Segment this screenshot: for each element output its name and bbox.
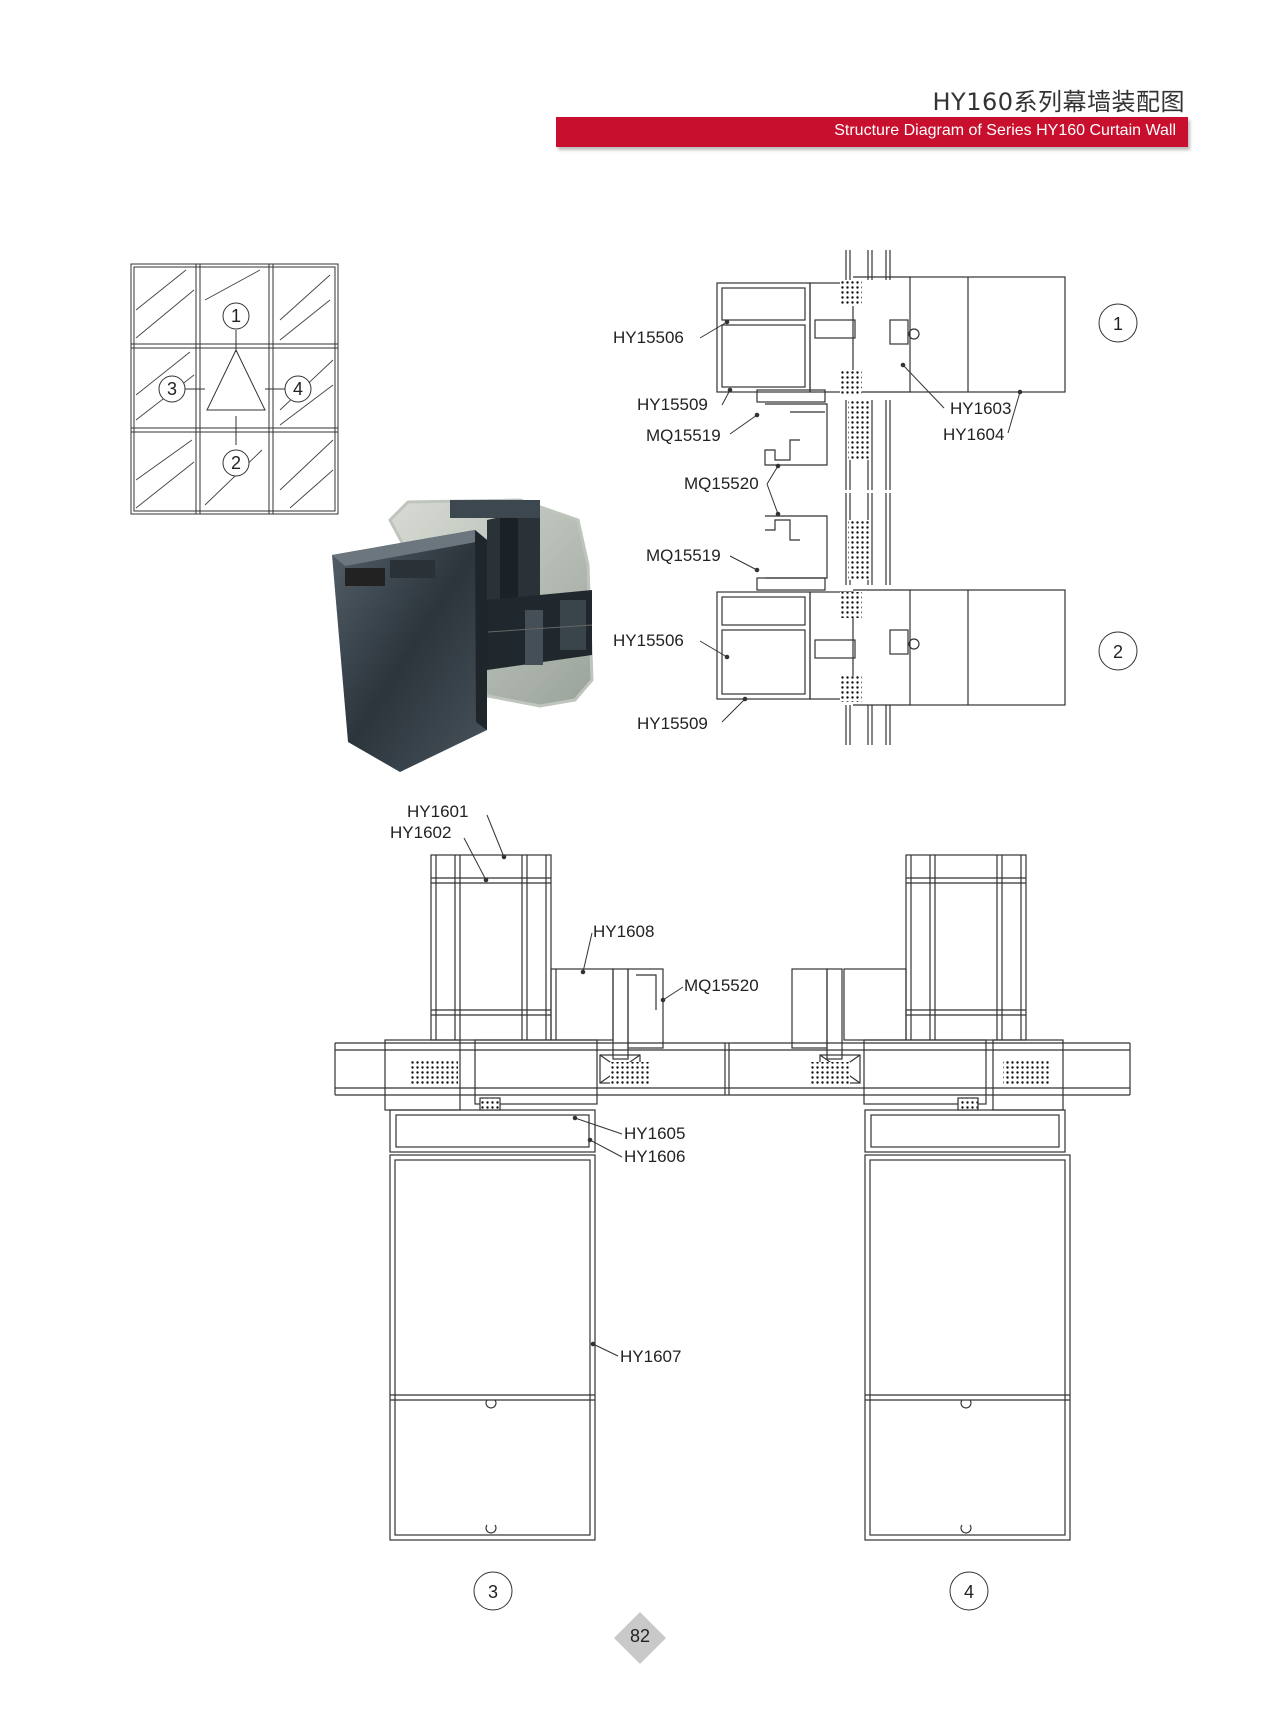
section-3-4-labels: HY1601 HY1602 HY1608 MQ15520 HY1605 HY16… xyxy=(390,802,759,1366)
label-mq15519-bottom: MQ15519 xyxy=(646,546,721,565)
label-hy1601: HY1601 xyxy=(407,802,468,821)
page-subtitle: Structure Diagram of Series HY160 Curtai… xyxy=(834,122,1176,139)
key-callout-4: 4 xyxy=(293,379,303,399)
label-mq15520-mid: MQ15520 xyxy=(684,474,759,493)
label-hy1608: HY1608 xyxy=(593,922,654,941)
section-3-4-leaders xyxy=(463,814,684,1357)
section-1-2-labels: HY15506 HY15509 MQ15519 MQ15520 MQ15519 … xyxy=(613,328,1011,733)
label-hy15506-bottom: HY15506 xyxy=(613,631,684,650)
label-hy15506-top: HY15506 xyxy=(613,328,684,347)
section-3-4-drawing xyxy=(334,854,1131,1541)
label-hy15509-top: HY15509 xyxy=(637,395,708,414)
label-hy1605: HY1605 xyxy=(624,1124,685,1143)
elevation-key xyxy=(130,263,339,515)
label-hy1606: HY1606 xyxy=(624,1147,685,1166)
section-1-2-drawing xyxy=(716,250,1066,745)
key-callout-3: 3 xyxy=(167,379,177,399)
key-callout-1: 1 xyxy=(231,306,241,326)
section-callout-4: 4 xyxy=(964,1582,974,1602)
elevation-frame xyxy=(130,263,339,515)
profile-3d-render xyxy=(332,498,594,772)
section-callouts: 1 2 xyxy=(1098,303,1138,671)
label-hy15509-bottom: HY15509 xyxy=(637,714,708,733)
elevation-callouts: 1 2 3 4 xyxy=(158,302,312,477)
key-callout-2: 2 xyxy=(231,453,241,473)
page-title: HY160系列幕墙装配图 xyxy=(932,88,1185,116)
label-mq15519-top: MQ15519 xyxy=(646,426,721,445)
label-hy1603: HY1603 xyxy=(950,399,1011,418)
page-number: 82 xyxy=(629,1626,651,1646)
page-number-badge xyxy=(614,1612,666,1664)
title-banner: Structure Diagram of Series HY160 Curtai… xyxy=(556,117,1188,147)
label-mq15520-plan: MQ15520 xyxy=(684,976,759,995)
label-hy1602: HY1602 xyxy=(390,823,451,842)
section-1-2-leaders xyxy=(699,319,1023,723)
plan-seals xyxy=(410,1060,1051,1086)
section-callout-3: 3 xyxy=(488,1582,498,1602)
label-hy1607: HY1607 xyxy=(620,1347,681,1366)
label-hy1604: HY1604 xyxy=(943,425,1004,444)
section-callout-1: 1 xyxy=(1113,314,1123,334)
plan-callouts: 3 4 xyxy=(473,1571,989,1611)
section-callout-2: 2 xyxy=(1113,642,1123,662)
